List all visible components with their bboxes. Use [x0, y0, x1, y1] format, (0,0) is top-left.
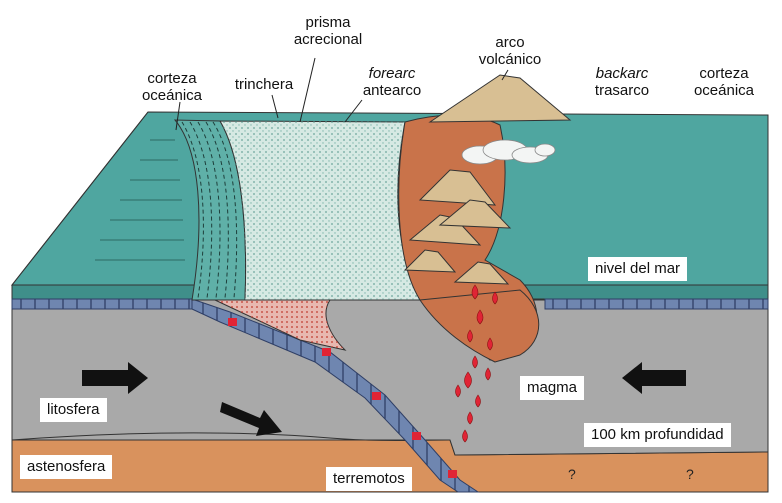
label-corteza-oceanica-left: corteza oceánica	[130, 70, 214, 104]
label-line: antearco	[350, 82, 434, 99]
label-line: corteza	[682, 65, 766, 82]
label-litosfera: litosfera	[40, 398, 107, 422]
oceanic-plate-left	[12, 299, 192, 309]
oceanic-plate-right	[545, 299, 768, 309]
label-forearc: forearc antearco	[350, 65, 434, 99]
label-backarc: backarc trasarco	[580, 65, 664, 99]
label-line: corteza	[130, 70, 214, 87]
unknown-mark-2: ?	[686, 466, 694, 482]
label-line: arco	[460, 34, 560, 51]
label-corteza-oceanica-right: corteza oceánica	[682, 65, 766, 99]
label-profundidad: 100 km profundidad	[584, 423, 731, 447]
label-line: oceánica	[130, 87, 214, 104]
label-line: prisma	[275, 14, 381, 31]
label-astenosfera: astenosfera	[20, 455, 112, 479]
label-line: forearc	[350, 65, 434, 82]
label-nivel-del-mar: nivel del mar	[588, 257, 687, 281]
label-magma: magma	[520, 376, 584, 400]
unknown-mark-1: ?	[568, 466, 576, 482]
label-line: volcánico	[460, 51, 560, 68]
label-arco-volcanico: arco volcánico	[460, 34, 560, 68]
label-line: backarc	[580, 65, 664, 82]
label-line: oceánica	[682, 82, 766, 99]
label-trinchera: trinchera	[214, 76, 314, 93]
label-line: acrecional	[275, 31, 381, 48]
label-prisma-acrecional: prisma acrecional	[275, 14, 381, 48]
label-line: trasarco	[580, 82, 664, 99]
label-terremotos: terremotos	[326, 467, 412, 491]
